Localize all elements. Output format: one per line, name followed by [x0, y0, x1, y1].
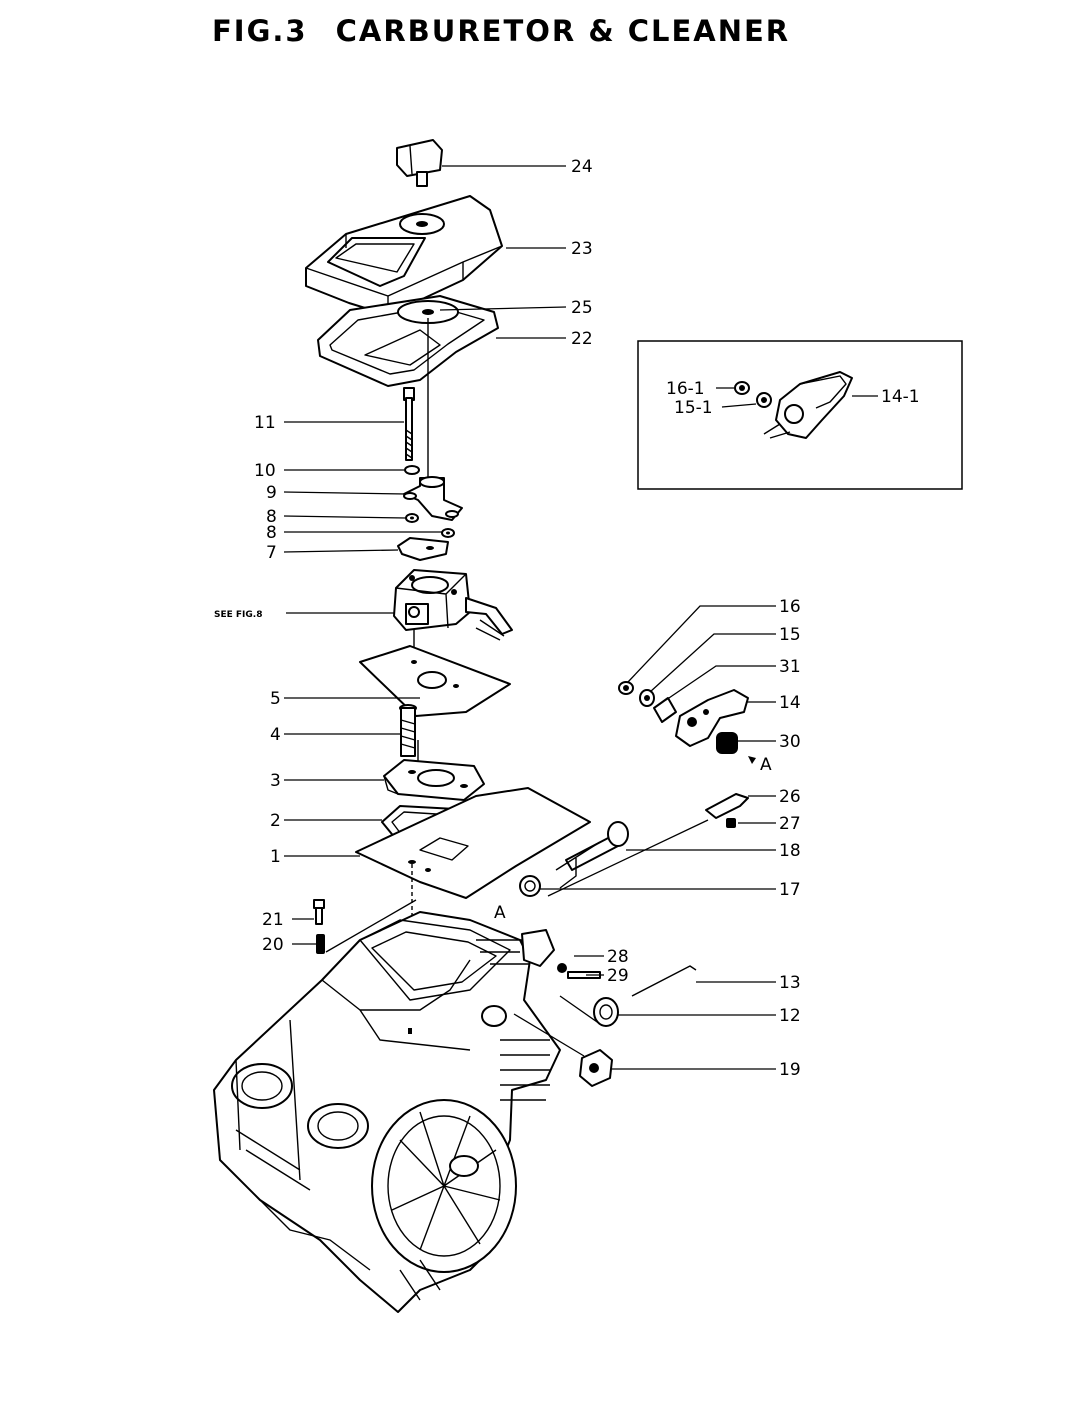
leader-16 [627, 605, 776, 683]
part-16-screw [618, 681, 634, 695]
leader-25 [439, 306, 567, 311]
leader-15-1 [721, 403, 757, 408]
part-23-cleaner-cover [305, 195, 503, 316]
callout-27: 27 [779, 814, 801, 834]
callout-28: 28 [607, 947, 629, 967]
callout-18: 18 [779, 841, 801, 861]
callout-8a: 8 [266, 507, 277, 527]
callout-7: 7 [266, 543, 277, 563]
part-20-spring [316, 934, 325, 954]
callout-21: 21 [262, 910, 284, 930]
inset-part-14-1-lever [763, 371, 853, 439]
part-21-screw [313, 899, 325, 925]
leader-9 [283, 491, 407, 495]
link-19 [513, 1013, 585, 1057]
part-10-washer [404, 465, 420, 475]
callout-31: 31 [779, 657, 801, 677]
callout-14: 14 [779, 693, 801, 713]
callout-15: 15 [779, 625, 801, 645]
crankcase [213, 911, 561, 1313]
callout-16: 16 [779, 597, 801, 617]
callout-3: 3 [270, 771, 281, 791]
part-18-rod [555, 821, 629, 889]
callout-1: 1 [270, 847, 281, 867]
inset-callout-14-1: 14-1 [881, 387, 920, 407]
inset-callout-16-1: 16-1 [666, 379, 705, 399]
part-30-spring [716, 732, 738, 754]
callout-24: 24 [571, 157, 593, 177]
callout-see-fig: SEE FIG.8 [214, 610, 262, 620]
callout-22: 22 [571, 329, 593, 349]
part-9-bracket [403, 476, 463, 521]
part-17-grommet [519, 875, 541, 897]
leader-8a [283, 515, 407, 519]
callout-19: 19 [779, 1060, 801, 1080]
figure-name: CARBURETOR & CLEANER [335, 14, 791, 48]
callout-11: 11 [254, 413, 276, 433]
callout-8b: 8 [266, 523, 277, 543]
part-27-screw [726, 818, 736, 828]
callout-26: 26 [779, 787, 801, 807]
part-26-lever [705, 793, 749, 819]
part-29-screw [567, 971, 601, 979]
part-15-washer [639, 689, 655, 707]
callout-30: 30 [779, 732, 801, 752]
callout-12: 12 [779, 1006, 801, 1026]
part-11-bolt [403, 387, 415, 461]
part-12-grommet [593, 997, 619, 1027]
inset-callout-15-1: 15-1 [674, 398, 713, 418]
throttle-bracket [476, 929, 555, 967]
carburetor [393, 569, 513, 641]
callout-4: 4 [270, 725, 281, 745]
callout-25: 25 [571, 298, 593, 318]
callout-10: 10 [254, 461, 276, 481]
callout-29: 29 [607, 966, 629, 986]
part-8-washer-b [441, 528, 455, 538]
part-14-throttle-lever [675, 689, 749, 747]
part-3-insulator [383, 759, 485, 801]
callout-2: 2 [270, 811, 281, 831]
callout-17: 17 [779, 880, 801, 900]
leader-18-rod-link [547, 819, 709, 897]
leader-20b [325, 899, 417, 953]
part-8-washer-a [405, 513, 419, 523]
part-7-plate [397, 537, 449, 561]
part-19-boot [579, 1049, 613, 1087]
figure-title: FIG.3 CARBURETOR & CLEANER [212, 14, 790, 48]
inset-part-15-1-washer [756, 392, 772, 408]
leader-7 [283, 549, 399, 553]
leader-31 [665, 665, 776, 701]
part-5-gasket [359, 645, 511, 717]
callout-23: 23 [571, 239, 593, 259]
inset-part-16-1-screw [734, 381, 750, 395]
arrow-label-a2: A [760, 755, 772, 775]
callout-13: 13 [779, 973, 801, 993]
part-31-collar [653, 697, 677, 723]
part-1-base-plate [355, 787, 591, 899]
part-4-stud [399, 704, 417, 757]
leader-15 [649, 633, 776, 693]
part-13-wire [631, 965, 697, 997]
callout-9: 9 [266, 483, 277, 503]
arrow-label-a1: A [494, 903, 506, 923]
callout-5: 5 [270, 689, 281, 709]
callout-20: 20 [262, 935, 284, 955]
inset-box [637, 340, 963, 490]
part-28-washer [557, 963, 567, 973]
part-24-knob [396, 139, 443, 187]
figure-number: FIG.3 [212, 14, 308, 48]
